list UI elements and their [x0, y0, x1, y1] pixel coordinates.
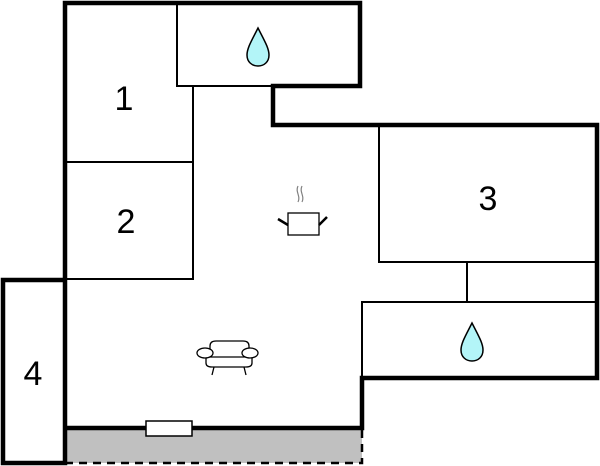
water-drop-icon — [460, 321, 484, 362]
room-4-label: 4 — [24, 355, 43, 393]
window — [145, 420, 193, 437]
room-1-label: 1 — [115, 80, 134, 118]
room-2-label: 2 — [117, 203, 136, 241]
water-drop-icon — [246, 26, 270, 67]
armchair-icon — [196, 340, 259, 376]
interior-walls — [64, 3, 597, 428]
room-3-label: 3 — [479, 180, 498, 218]
terrace — [65, 428, 364, 465]
cooking-pot-icon — [277, 185, 328, 236]
